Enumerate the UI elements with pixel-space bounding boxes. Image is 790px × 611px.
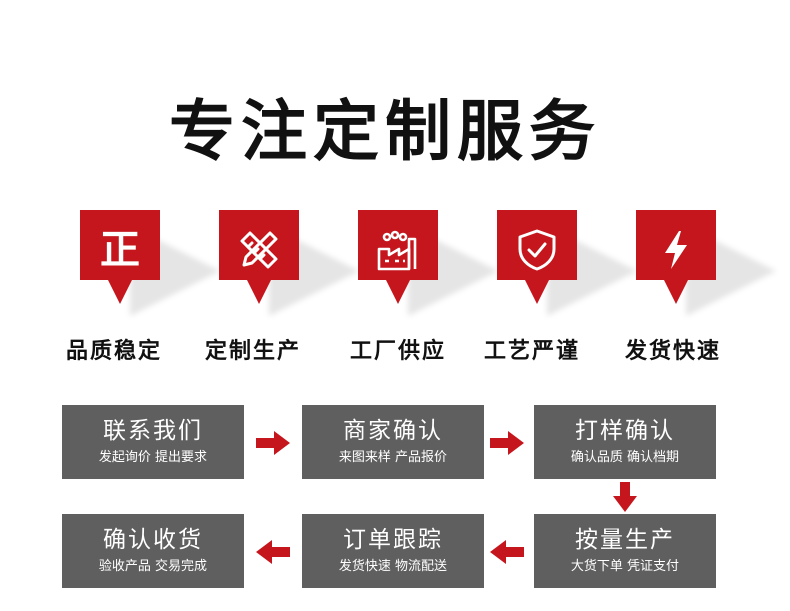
factory-icon (377, 230, 417, 271)
step-desc: 发货快速 物流配送 (338, 559, 448, 574)
pencil-ruler-icon (240, 231, 278, 269)
step-desc: 发起询价 提出要求 (98, 450, 208, 465)
arrow-down-icon (613, 482, 637, 512)
feature-badge-custom (219, 210, 359, 320)
step-title: 打样确认 (575, 418, 675, 444)
zheng-character-icon: 正 (100, 227, 140, 273)
badge-shape (497, 210, 577, 304)
step-desc: 验收产品 交易完成 (98, 559, 208, 574)
feature-label-factory: 工厂供应 (349, 339, 446, 364)
process-step-contact: 联系我们 发起询价 提出要求 (62, 405, 244, 479)
badge-shape (80, 210, 160, 304)
step-title: 按量生产 (575, 527, 675, 553)
step-desc: 来图来样 产品报价 (338, 450, 448, 465)
badge-shape (358, 210, 438, 304)
step-title: 确认收货 (103, 527, 203, 553)
feature-label-shipping: 发货快速 (624, 339, 721, 364)
arrow-left-icon (256, 540, 290, 564)
step-title: 联系我们 (103, 418, 203, 444)
step-desc: 确认品质 确认档期 (570, 450, 680, 465)
process-step-produce: 按量生产 大货下单 凭证支付 (534, 514, 716, 588)
arrow-right-icon (256, 431, 290, 455)
step-title: 订单跟踪 (343, 527, 443, 553)
process-step-track: 订单跟踪 发货快速 物流配送 (302, 514, 484, 588)
feature-label-craft: 工艺严谨 (483, 339, 580, 364)
process-step-confirm: 商家确认 来图来样 产品报价 (302, 405, 484, 479)
arrow-left-icon (490, 540, 524, 564)
feature-badge-craft (497, 210, 637, 320)
feature-badge-factory (358, 210, 498, 320)
shield-check-icon (518, 229, 556, 271)
feature-label-custom: 定制生产 (204, 339, 301, 364)
step-desc: 大货下单 凭证支付 (570, 559, 680, 574)
process-step-sample: 打样确认 确认品质 确认档期 (534, 405, 716, 479)
page-title: 专注定制服务 (169, 93, 601, 170)
feature-badge-quality: 正 (80, 210, 220, 320)
feature-label-quality: 品质稳定 (65, 339, 162, 364)
process-step-receive: 确认收货 验收产品 交易完成 (62, 514, 244, 588)
feature-badge-shipping (636, 210, 776, 320)
arrow-right-icon (490, 431, 524, 455)
step-title: 商家确认 (343, 418, 443, 444)
lightning-icon (665, 231, 687, 269)
